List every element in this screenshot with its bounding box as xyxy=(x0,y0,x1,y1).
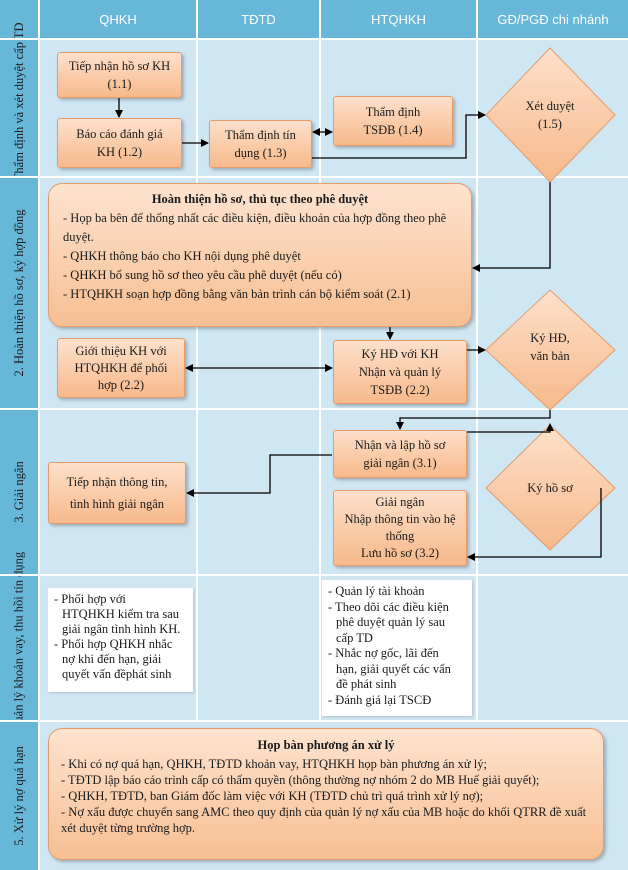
node-2-2c-line2: văn bản xyxy=(530,349,570,363)
column-header-tdtd: TĐTD xyxy=(198,0,319,38)
node-2-2b: Ký HĐ với KH Nhận và quản lý TSĐB (2.2) xyxy=(333,340,467,404)
node-4-qhkh-line1: - Phối hợp với xyxy=(54,592,126,606)
node-1-2: Báo cáo đánh giá KH (1.2) xyxy=(57,118,182,168)
node-3-2-line4: Lưu hồ sơ (3.2) xyxy=(361,546,439,560)
node-2-2c-line1: Ký HĐ, xyxy=(530,331,570,345)
row-label-4: 4. Quản lý khoản vay, thu hồi tín dụng xyxy=(0,552,38,744)
node-2-2a-line3: hợp (2.2) xyxy=(97,377,145,392)
node-1-2-line1: Báo cáo đánh giá xyxy=(76,127,163,141)
node-1-3: Thẩm định tín dụng (1.3) xyxy=(209,120,312,168)
node-1-4-line2: TSĐB (1.4) xyxy=(363,123,423,137)
node-3-2-line2: Nhập thông tin vào hệ xyxy=(344,512,456,526)
node-1-2-line2: KH (1.2) xyxy=(96,145,143,159)
node-2-1-line2: - QHKH thông báo cho KH nội dụng phê duy… xyxy=(63,249,301,263)
node-4-htqhkh-line5: - Nhắc nợ gốc, lãi đến xyxy=(328,646,439,660)
node-2-1-line3: - QHKH bổ sung hồ sơ theo yêu cầu phê du… xyxy=(63,268,342,282)
node-4-qhkh-line3: giải ngân tình hình KH. xyxy=(62,622,181,636)
node-2-1-title: Hoàn thiện hồ sơ, thủ tục theo phê duyệt xyxy=(151,192,369,206)
column-header-htqhkh: HTQHKH xyxy=(321,0,476,38)
node-4-htqhkh-line3: phê duyệt quản lý sau xyxy=(336,615,446,629)
node-4-qhkh-line2: HTQHKH kiểm tra sau xyxy=(62,607,179,621)
node-5-line3: - QHKH, TĐTD, ban Giám đốc làm việc với … xyxy=(61,789,484,803)
node-4-htqhkh-line8: - Đánh giá lại TSCĐ xyxy=(328,692,432,707)
node-1-5-line1: Xét duyệt xyxy=(525,99,575,113)
node-3-qhkh-line2: tình hình giải ngân xyxy=(69,497,165,511)
node-1-5: Xét duyệt (1.5) xyxy=(500,90,600,140)
node-1-3-line1: Thẩm định tín xyxy=(225,128,296,142)
node-4-htqhkh: - Quản lý tài khoản - Theo dõi các điều … xyxy=(322,580,472,716)
node-3-qhkh: Tiếp nhận thông tin, tình hình giải ngân xyxy=(48,462,186,524)
node-4-htqhkh-line1: - Quản lý tài khoản xyxy=(328,584,425,598)
row-label-1: 1. Thẩm định và xét duyệt cấp TD xyxy=(0,22,38,194)
node-1-5-line2: (1.5) xyxy=(538,117,562,131)
node-3-ky-ho-so: Ký hồ sơ xyxy=(527,481,573,495)
node-1-1-line2: (1.1) xyxy=(107,77,132,91)
node-2-2a-line1: Giới thiệu KH với xyxy=(75,343,167,358)
node-1-4: Thẩm định TSĐB (1.4) xyxy=(333,96,453,146)
node-3-2-line3: thống xyxy=(385,529,415,543)
node-2-2b-line2: Nhận và quản lý xyxy=(358,365,442,379)
node-1-4-line1: Thẩm định xyxy=(365,105,421,119)
node-3-2: Giải ngân Nhập thông tin vào hệ thống Lư… xyxy=(333,490,467,566)
node-2-2a-line2: HTQHKH để phối xyxy=(74,360,168,375)
node-5-line4: - Nợ xấu được chuyển sang AMC theo quy đ… xyxy=(61,805,587,835)
node-5: Họp bàn phương án xử lý - Khi có nợ quá … xyxy=(48,728,604,860)
node-4-qhkh-line5: nợ khi đến hạn, giải xyxy=(62,652,162,666)
node-4-htqhkh-line7: đề phát sinh xyxy=(336,677,397,691)
node-3-1-line2: giải ngân (3.1) xyxy=(363,456,437,470)
column-header-qhkh: QHKH xyxy=(40,0,196,38)
node-2-1: Hoàn thiện hồ sơ, thủ tục theo phê duyệt… xyxy=(48,183,472,327)
row-label-2: 2. Hoàn thiện hồ sơ, ký hợp đồng xyxy=(0,178,38,408)
node-1-3-line2: dụng (1.3) xyxy=(234,146,287,160)
node-2-1-line1: - Họp ba bên để thống nhất các điều kiện… xyxy=(63,211,447,244)
node-5-line1: - Khi có nợ quá hạn, QHKH, TĐTD khoản va… xyxy=(61,757,488,771)
node-3-1-line1: Nhận và lập hồ sơ xyxy=(354,438,446,452)
node-4-qhkh-line6: quyết vấn đềphát sinh xyxy=(62,667,172,681)
node-2-2a: Giới thiệu KH với HTQHKH để phối hợp (2.… xyxy=(57,338,185,398)
node-4-qhkh: - Phối hợp với HTQHKH kiểm tra sau giải … xyxy=(48,588,193,692)
node-5-line2: - TĐTD lập báo cáo trình cấp có thẩm quy… xyxy=(61,773,540,787)
node-5-title: Họp bàn phương án xử lý xyxy=(257,738,395,752)
node-4-qhkh-line4: - Phối hợp QHKH nhắc xyxy=(54,637,173,651)
node-3-2-line1: Giải ngân xyxy=(375,495,425,509)
node-2-2b-line1: Ký HĐ với KH xyxy=(361,347,439,361)
node-1-1: Tiếp nhận hồ sơ KH (1.1) xyxy=(57,52,182,98)
node-3-qhkh-line1: Tiếp nhận thông tin, xyxy=(66,475,168,489)
diamond-3 xyxy=(485,424,616,551)
node-4-htqhkh-line2: - Theo dõi các điều kiện xyxy=(328,599,449,614)
node-2-2b-line3: TSĐB (2.2) xyxy=(370,383,430,397)
node-4-htqhkh-line6: hạn, giải quyết các vấn xyxy=(336,661,451,676)
column-header-gd: GĐ/PGĐ chi nhánh xyxy=(478,0,628,38)
node-3-1: Nhận và lập hồ sơ giải ngân (3.1) xyxy=(333,430,467,478)
row-label-5: 5. Xử lý nợ quá hạn xyxy=(0,722,38,870)
row-label-3: 3. Giải ngân xyxy=(0,410,38,574)
node-4-htqhkh-line4: cấp TD xyxy=(336,630,373,645)
node-1-1-line1: Tiếp nhận hồ sơ KH xyxy=(68,59,171,73)
node-2-1-line4: - HTQHKH soạn hợp đồng bằng văn bản trìn… xyxy=(63,287,411,301)
header-corner xyxy=(0,0,38,38)
node-2-2c: Ký HĐ, văn bản xyxy=(500,322,600,372)
